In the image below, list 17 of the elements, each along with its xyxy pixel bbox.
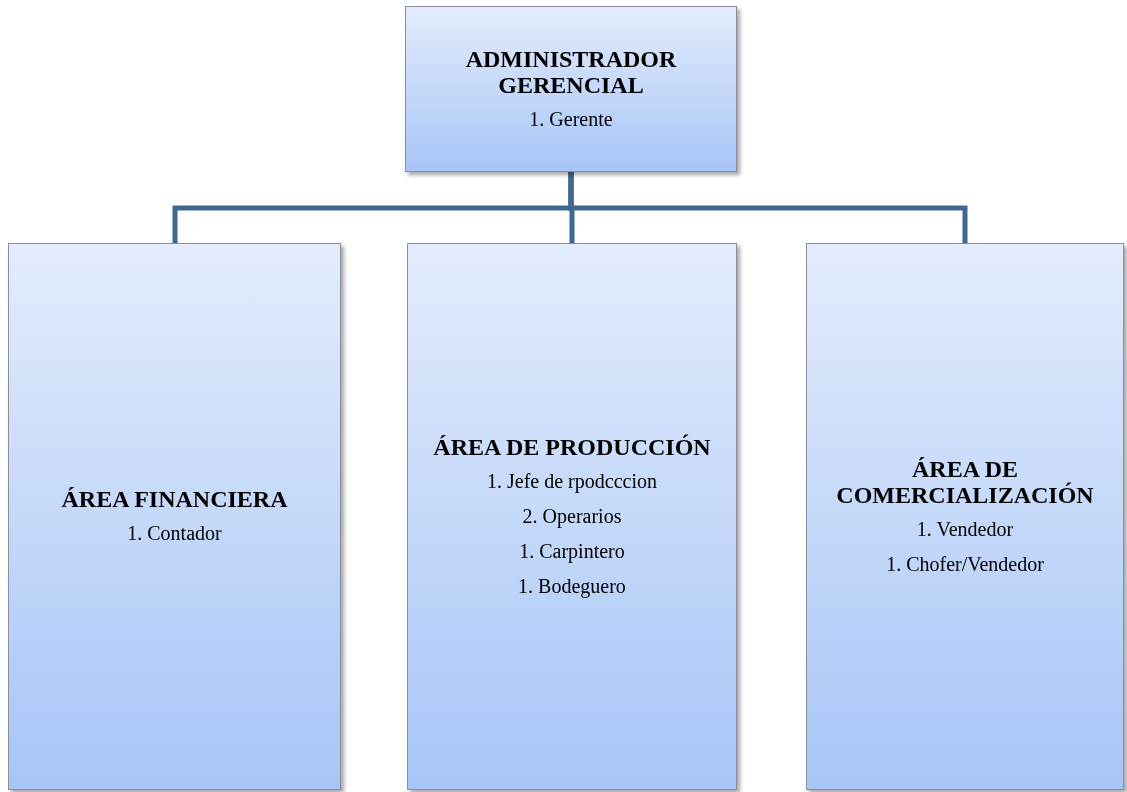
role-text: 1. Bodeguero [518,573,626,600]
box-heading: ÁREA FINANCIERA [61,486,288,512]
role-text: 1. Gerente [529,106,613,132]
role-text: 2. Operarios [522,503,622,530]
box-heading: ADMINISTRADOR GERENCIAL [464,45,678,98]
role-text: 1. Jefe de rpodcccion [487,468,657,495]
org-box [405,6,737,172]
connector-line [568,172,968,243]
role-text: 1. Contador [127,521,222,546]
role-text: 1. Chofer/Vendedor [886,551,1044,577]
org-box [806,243,1124,790]
org-box [8,243,341,790]
org-box [407,243,737,790]
role-text: 1. Vendedor [916,516,1014,542]
box-heading: ÁREA DE PRODUCCIÓN [433,433,711,460]
box-heading: ÁREA DE COMERCIALIZACIÓN [835,455,1095,508]
role-text: 1. Carpintero [519,538,625,565]
